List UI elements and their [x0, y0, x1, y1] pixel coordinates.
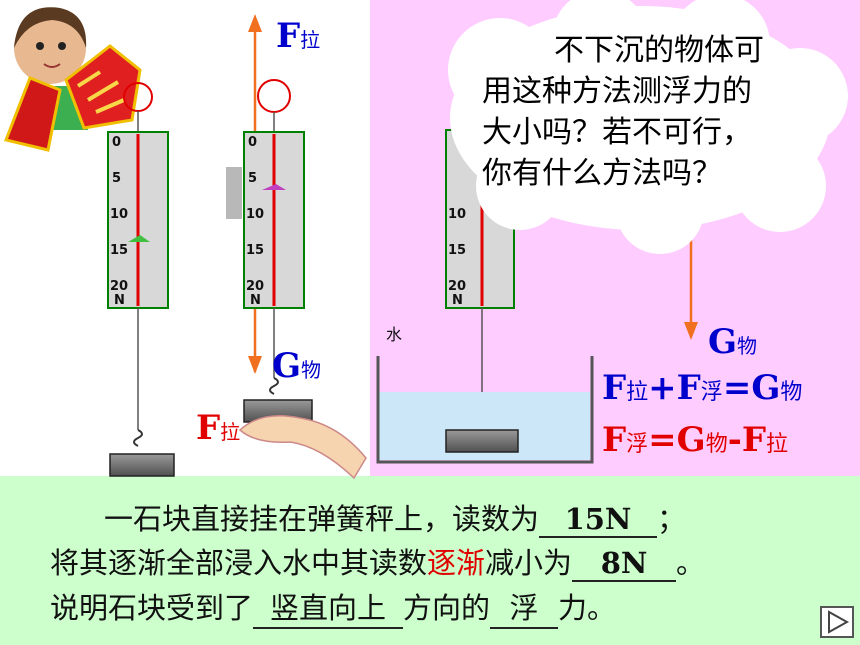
- bubble-question: 不下沉的物体可 用这种方法测浮力的 大小吗？若不可行， 你有什么方法吗？: [482, 30, 832, 194]
- scale1-unit: N: [114, 293, 125, 308]
- hand-illustration: [238, 415, 367, 480]
- highlight-gradually: 逐渐: [427, 546, 486, 580]
- play-triangle-icon: [828, 610, 850, 634]
- scale2-unit: N: [250, 293, 261, 308]
- thought-bubble: [448, 0, 848, 254]
- scale2-tick-0: 0: [248, 135, 257, 150]
- scale2-tick-5: 5: [248, 171, 257, 186]
- scale2-tick-10: 10: [246, 207, 264, 222]
- bubble-line-2: 用这种方法测浮力的: [482, 74, 752, 109]
- bubble-line-4: 你有什么方法吗？: [482, 156, 722, 191]
- question-line-3: 说明石块受到了竖直向上方向的浮力。: [50, 585, 616, 629]
- answer-direction: 竖直向上: [253, 585, 404, 629]
- scale1-tick-20: 20: [110, 279, 128, 294]
- think-logo: [3, 44, 142, 152]
- scale1-tick-10: 10: [110, 207, 128, 222]
- spring-scale-1: [107, 82, 175, 477]
- next-slide-button[interactable]: [820, 606, 854, 638]
- pull-force-label-scale2: F拉: [196, 408, 241, 448]
- question-panel: [0, 476, 860, 645]
- scale3-tick-20: 20: [448, 279, 466, 294]
- scale1-tick-5: 5: [112, 171, 121, 186]
- scale1-tick-0: 0: [112, 135, 121, 150]
- scale3-unit: N: [452, 293, 463, 308]
- weight-label-scale3: G物: [708, 322, 758, 362]
- scale2-tick-20: 20: [246, 279, 264, 294]
- scale3-tick-15: 15: [448, 243, 466, 258]
- bubble-line-1: 不下沉的物体可: [554, 33, 764, 68]
- answer-initial-reading: 15N: [564, 502, 632, 536]
- scale3-tick-10: 10: [448, 207, 466, 222]
- answer-submerged-reading: 8N: [600, 546, 648, 580]
- weight-label-scale2: G物: [272, 346, 322, 386]
- scale1-tick-15: 15: [110, 243, 128, 258]
- equation-buoyancy: F浮=G物-F拉: [602, 420, 788, 460]
- equation-balance: F拉+F浮=G物: [602, 368, 803, 408]
- answer-force-type: 浮: [490, 585, 559, 629]
- bubble-line-3: 大小吗？若不可行，: [482, 115, 752, 150]
- water-label: 水: [386, 325, 402, 344]
- scale2-tick-15: 15: [246, 243, 264, 258]
- spring-scale-2: [226, 14, 367, 480]
- pull-force-label-top: F拉: [276, 16, 321, 56]
